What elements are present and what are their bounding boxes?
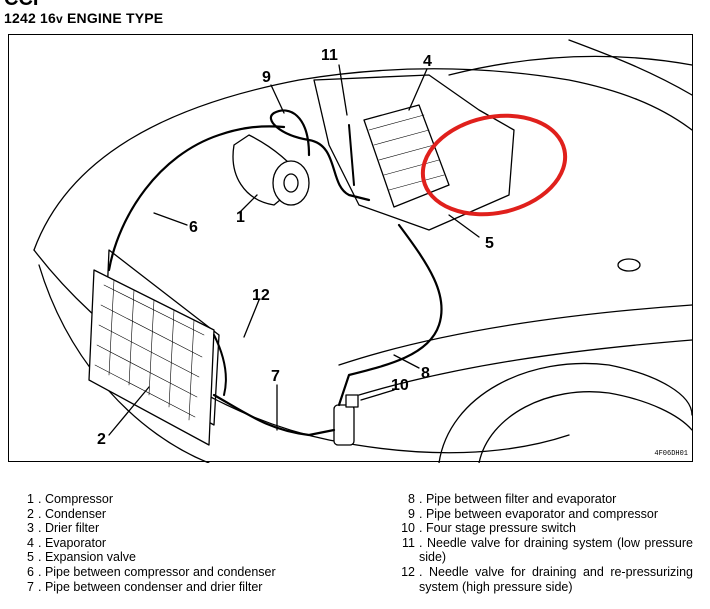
pipe-6 <box>107 125 286 272</box>
leader-6 <box>153 212 188 226</box>
leader-11 <box>338 64 348 116</box>
callout-12: 12 <box>252 287 270 304</box>
leader-4 <box>408 68 428 111</box>
compressor-pulley <box>272 160 310 206</box>
pipe-11 <box>348 124 355 186</box>
pipe-9 <box>269 109 371 202</box>
leader-2 <box>108 386 150 436</box>
leader-5 <box>448 214 480 238</box>
condenser-frame <box>88 269 215 446</box>
engine-bay-illustration <box>33 39 693 463</box>
callout-5: 5 <box>485 235 494 252</box>
leader-9 <box>270 84 285 114</box>
hood-outline <box>33 68 693 251</box>
callout-9: 9 <box>262 69 271 86</box>
legend-item: 9. Pipe between evaporator and compresso… <box>408 506 659 521</box>
legend-item: 4. Evaporator <box>27 535 107 550</box>
callout-10: 10 <box>391 377 409 394</box>
evaporator-core <box>363 104 450 208</box>
roof-line <box>568 39 693 96</box>
leader-1 <box>238 194 258 214</box>
legend-item: 1. Compressor <box>27 492 114 506</box>
side-marker <box>617 258 641 272</box>
callout-7: 7 <box>271 368 280 385</box>
pressure-switch <box>345 394 359 408</box>
legend-item: 3. Drier filter <box>27 521 100 536</box>
callout-2: 2 <box>97 431 106 448</box>
body-crease <box>338 304 693 366</box>
page-title: 1242 16v ENGINE TYPE <box>4 10 164 26</box>
drier-filter <box>333 404 355 446</box>
legend-item: 10. Four stage pressure switch <box>401 521 577 536</box>
legend-right-column: 8. Pipe between filter and evaporator 9.… <box>393 492 693 594</box>
legend-item: 8. Pipe between filter and evaporator <box>408 492 617 506</box>
callout-8: 8 <box>421 365 430 382</box>
wheel-arch-inner <box>478 391 693 463</box>
windshield-line <box>448 55 693 76</box>
callout-11: 11 <box>321 47 338 64</box>
callout-6: 6 <box>189 219 198 236</box>
pipe-cond-lower <box>213 334 227 396</box>
ac-system-diagram: 1 2 4 5 6 7 8 9 10 11 12 4F06DH01 <box>8 34 693 463</box>
callout-4: 4 <box>423 53 432 70</box>
leader-8 <box>393 354 420 369</box>
body-crease-2 <box>358 339 693 396</box>
page-heading-fragment: CCF <box>4 0 45 11</box>
pipe-7 <box>212 393 336 437</box>
legend-left-column: 1. Compressor 2. Condenser 3. Drier filt… <box>20 492 340 594</box>
evaporator-housing <box>313 74 515 231</box>
legend-item: 6. Pipe between compressor and condenser <box>27 564 276 579</box>
callout-1: 1 <box>236 209 245 226</box>
legend-item: 5. Expansion valve <box>27 550 136 565</box>
leader-10 <box>360 389 395 401</box>
legend-item: 7. Pipe between condenser and drier filt… <box>27 579 263 594</box>
legend-item: 11. Needle valve for draining system (lo… <box>402 535 693 565</box>
legend-item: 12. Needle valve for draining and re-pre… <box>401 564 693 594</box>
figure-code: 4F06DH01 <box>654 450 688 458</box>
wheel-arch <box>438 362 693 463</box>
leader-12 <box>243 299 260 338</box>
pipe-8 <box>337 223 443 407</box>
legend-item: 2. Condenser <box>27 506 107 521</box>
highlight-circle <box>420 113 568 217</box>
